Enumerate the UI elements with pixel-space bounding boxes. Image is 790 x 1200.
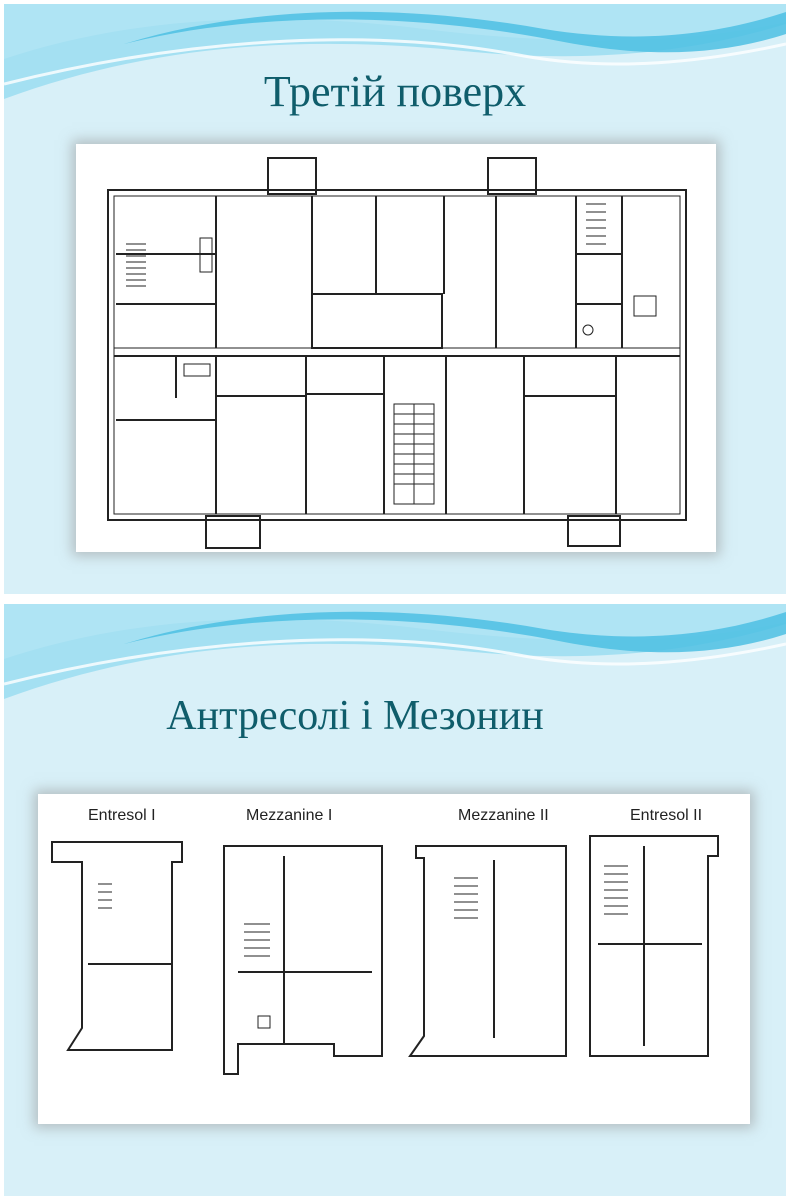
plan-mezzanine-1 (223, 845, 383, 1075)
slide-title: Антресолі і Мезонин (166, 693, 544, 739)
label-entresol-1: Entresol I (88, 807, 156, 824)
slide-third-floor: Третій поверх (4, 4, 786, 594)
plan-mezzanine-2 (408, 845, 567, 1057)
floor-plan-entresols-mezzanines: Entresol I Mezzanine I Mezzanine II Entr… (38, 794, 750, 1124)
floor-plan-drawing (107, 157, 687, 549)
label-mezzanine-2: Mezzanine II (458, 807, 549, 824)
wave-decoration (4, 4, 786, 99)
slide-title: Третій поверх (263, 67, 527, 116)
plan-entresol-2 (589, 835, 719, 1057)
label-mezzanine-1: Mezzanine I (246, 807, 332, 824)
label-entresol-2: Entresol II (630, 807, 702, 824)
floor-plan-third-floor (76, 144, 716, 552)
wave-decoration (4, 604, 786, 699)
slide-entresols-mezzanine: Антресолі і Мезонин Entresol I Mezzanine… (4, 604, 786, 1196)
plan-entresol-1 (51, 841, 183, 1051)
plans-drawing: Entresol I Mezzanine I Mezzanine II Entr… (51, 807, 719, 1075)
